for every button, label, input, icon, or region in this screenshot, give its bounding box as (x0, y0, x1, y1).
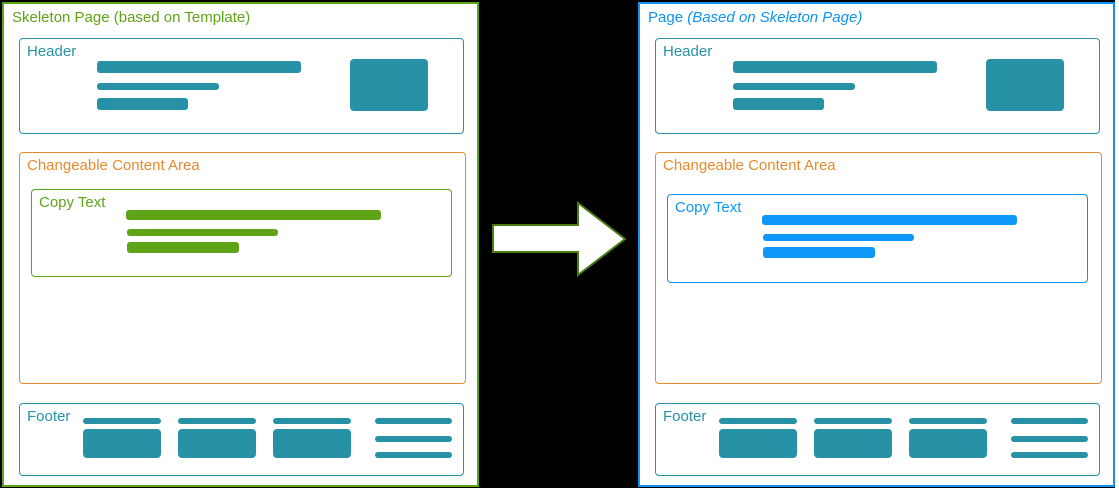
header-text-line-placeholder (97, 83, 219, 90)
right-arrow-icon (492, 200, 627, 278)
header-text-line-placeholder (733, 83, 855, 90)
header-label: Header (663, 43, 713, 60)
header-text-line-placeholder (733, 61, 937, 73)
footer-column-block-placeholder (83, 429, 161, 458)
changeable-content-area-box: Changeable Content Area Copy Text (19, 152, 466, 384)
header-box: Header (19, 38, 464, 134)
page-title: Page (Based on Skeleton Page) (648, 8, 862, 28)
footer-column-block-placeholder (273, 429, 351, 458)
footer-link-line-placeholder (1011, 452, 1088, 458)
page-title-suffix: (Based on Skeleton Page) (687, 9, 863, 26)
header-text-line-placeholder (97, 98, 188, 110)
footer-column-title-placeholder (814, 418, 892, 424)
footer-column-block-placeholder (719, 429, 797, 458)
footer-column-title-placeholder (719, 418, 797, 424)
page-title-prefix: Page (648, 9, 688, 26)
footer-link-line-placeholder (375, 436, 452, 442)
right-arrow-shape (492, 200, 627, 278)
changeable-content-area-box: Changeable Content Area Copy Text (655, 152, 1102, 384)
footer-label: Footer (27, 408, 71, 425)
footer-link-line-placeholder (1011, 418, 1088, 424)
copy-text-line-placeholder (127, 242, 239, 253)
footer-box: Footer (655, 403, 1100, 476)
footer-column-title-placeholder (83, 418, 161, 424)
footer-box: Footer (19, 403, 464, 476)
footer-column-title-placeholder (909, 418, 987, 424)
copy-text-line-placeholder (763, 234, 914, 241)
header-label: Header (27, 43, 77, 60)
copy-text-label: Copy Text (675, 199, 742, 216)
footer-link-line-placeholder (375, 418, 452, 424)
header-image-placeholder (986, 59, 1064, 111)
copy-text-label: Copy Text (39, 194, 106, 211)
changeable-content-area-label: Changeable Content Area (663, 157, 836, 174)
header-box: Header (655, 38, 1100, 134)
copy-text-line-placeholder (126, 210, 381, 220)
copy-text-line-placeholder (127, 229, 278, 236)
changeable-content-area-label: Changeable Content Area (27, 157, 200, 174)
footer-column-title-placeholder (273, 418, 351, 424)
footer-column-block-placeholder (814, 429, 892, 458)
footer-column-block-placeholder (909, 429, 987, 458)
footer-link-line-placeholder (1011, 436, 1088, 442)
footer-link-line-placeholder (375, 452, 452, 458)
header-image-placeholder (350, 59, 428, 111)
skeleton-page-title: Skeleton Page (based on Template) (12, 9, 251, 26)
copy-text-box: Copy Text (31, 189, 452, 277)
page-panel: Page (Based on Skeleton Page) Header Cha… (638, 2, 1115, 487)
copy-text-line-placeholder (762, 215, 1017, 225)
footer-column-block-placeholder (178, 429, 256, 458)
copy-text-line-placeholder (763, 247, 875, 258)
header-text-line-placeholder (733, 98, 824, 110)
skeleton-page-panel: Skeleton Page (based on Template) Header… (2, 2, 479, 487)
copy-text-box: Copy Text (667, 194, 1088, 283)
header-text-line-placeholder (97, 61, 301, 73)
footer-label: Footer (663, 408, 707, 425)
footer-column-title-placeholder (178, 418, 256, 424)
